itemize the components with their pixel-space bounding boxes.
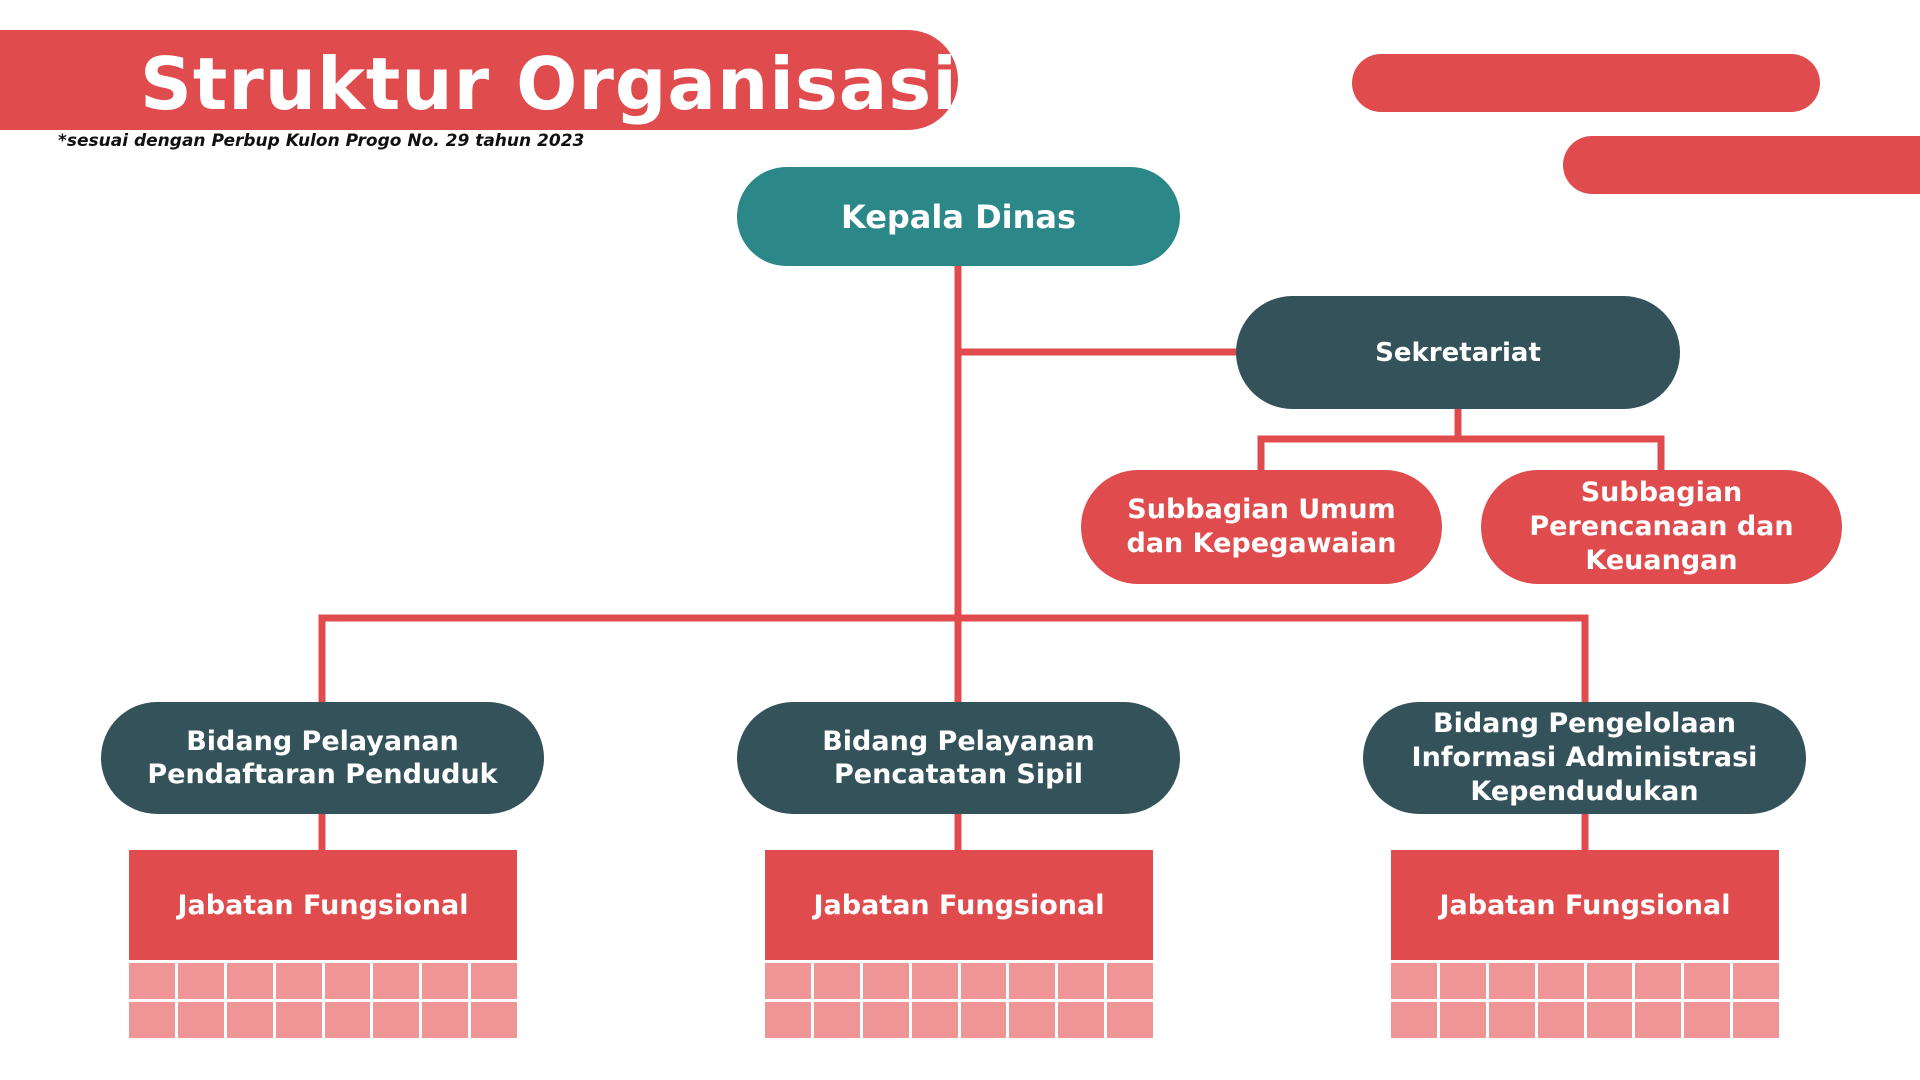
node-jabatan-fungsional-2-label: Jabatan Fungsional: [813, 889, 1105, 921]
node-jabatan-fungsional-3: Jabatan Fungsional: [1391, 850, 1779, 960]
grid-cell: [1107, 963, 1153, 999]
node-subbagian-perencanaan-line-1: Subbagian: [1580, 477, 1743, 508]
node-subbagian-umum: Subbagian Umum dan Kepegawaian: [1081, 470, 1442, 584]
grid-cell: [275, 1002, 322, 1038]
grid-cell: [1537, 1002, 1584, 1038]
grid-cell: [960, 963, 1007, 999]
grid-cell: [129, 1002, 175, 1038]
grid-cell: [177, 1002, 224, 1038]
node-subbagian-perencanaan: Subbagian Perencanaan dan Keuangan: [1481, 470, 1842, 584]
functional-grid-1: [129, 963, 517, 1038]
grid-cell: [1684, 1002, 1731, 1038]
grid-cell: [1058, 963, 1105, 999]
grid-cell: [1635, 1002, 1682, 1038]
node-bidang-1-line-2: Pendaftaran Penduduk: [147, 759, 498, 790]
node-bidang-2-line-1: Bidang Pelayanan: [822, 726, 1095, 757]
page-title: Struktur Organisasi: [140, 42, 958, 126]
node-kepala-dinas: Kepala Dinas: [737, 167, 1180, 266]
grid-cell: [226, 1002, 273, 1038]
grid-cell: [1733, 1002, 1779, 1038]
grid-cell: [813, 963, 860, 999]
grid-cell: [911, 963, 958, 999]
grid-cell: [1733, 963, 1779, 999]
node-bidang-3-line-2: Informasi Administrasi: [1411, 742, 1758, 773]
functional-grid-2: [765, 963, 1153, 1038]
grid-cell: [1635, 963, 1682, 999]
title-banner: [0, 30, 958, 130]
grid-cell: [911, 1002, 958, 1038]
grid-cell: [1058, 1002, 1105, 1038]
grid-cell: [1107, 1002, 1153, 1038]
decorative-bar-bottom: [1563, 136, 1920, 194]
node-kepala-dinas-label: Kepala Dinas: [840, 197, 1077, 236]
grid-cell: [1439, 1002, 1486, 1038]
grid-cell: [1439, 963, 1486, 999]
node-bidang-3-line-1: Bidang Pengelolaan: [1432, 708, 1736, 739]
grid-cell: [1009, 963, 1056, 999]
grid-cell: [862, 963, 909, 999]
functional-grid-3: [1391, 963, 1779, 1038]
node-jabatan-fungsional-1: Jabatan Fungsional: [129, 850, 517, 960]
grid-cell: [471, 963, 517, 999]
grid-cell: [226, 963, 273, 999]
grid-cell: [765, 963, 811, 999]
node-bidang-pendaftaran-penduduk: Bidang Pelayanan Pendaftaran Penduduk: [101, 702, 544, 814]
node-jabatan-fungsional-2: Jabatan Fungsional: [765, 850, 1153, 960]
node-bidang-pencatatan-sipil: Bidang Pelayanan Pencatatan Sipil: [737, 702, 1180, 814]
page-subtitle: *sesuai dengan Perbup Kulon Progo No. 29…: [58, 131, 585, 151]
grid-cell: [1488, 963, 1535, 999]
grid-cell: [471, 1002, 517, 1038]
grid-cell: [960, 1002, 1007, 1038]
node-subbagian-umum-line-2: dan Kepegawaian: [1126, 528, 1397, 559]
node-bidang-3-line-3: Kependudukan: [1470, 776, 1699, 807]
grid-cell: [129, 963, 175, 999]
grid-cell: [862, 1002, 909, 1038]
grid-cell: [1488, 1002, 1535, 1038]
grid-cell: [422, 963, 469, 999]
node-sekretariat: Sekretariat: [1236, 296, 1680, 409]
grid-cell: [324, 963, 371, 999]
node-sekretariat-label: Sekretariat: [1375, 337, 1541, 368]
grid-cell: [1586, 963, 1633, 999]
node-subbagian-perencanaan-line-3: Keuangan: [1585, 545, 1738, 576]
node-jabatan-fungsional-3-label: Jabatan Fungsional: [1439, 889, 1731, 921]
decorative-bar-top: [1352, 54, 1820, 112]
node-subbagian-perencanaan-line-2: Perencanaan dan: [1529, 511, 1794, 542]
grid-cell: [373, 963, 420, 999]
node-jabatan-fungsional-1-label: Jabatan Fungsional: [177, 889, 469, 921]
node-bidang-2-line-2: Pencatatan Sipil: [834, 759, 1083, 790]
grid-cell: [177, 963, 224, 999]
grid-cell: [1537, 963, 1584, 999]
grid-cell: [1009, 1002, 1056, 1038]
grid-cell: [765, 1002, 811, 1038]
grid-cell: [422, 1002, 469, 1038]
grid-cell: [1391, 1002, 1437, 1038]
grid-cell: [813, 1002, 860, 1038]
node-subbagian-umum-line-1: Subbagian Umum: [1127, 494, 1396, 525]
grid-cell: [1684, 963, 1731, 999]
grid-cell: [373, 1002, 420, 1038]
grid-cell: [324, 1002, 371, 1038]
node-bidang-pengelolaan-informasi: Bidang Pengelolaan Informasi Administras…: [1363, 702, 1806, 814]
grid-cell: [1391, 963, 1437, 999]
grid-cell: [1586, 1002, 1633, 1038]
grid-cell: [275, 963, 322, 999]
node-bidang-1-line-1: Bidang Pelayanan: [186, 726, 459, 757]
